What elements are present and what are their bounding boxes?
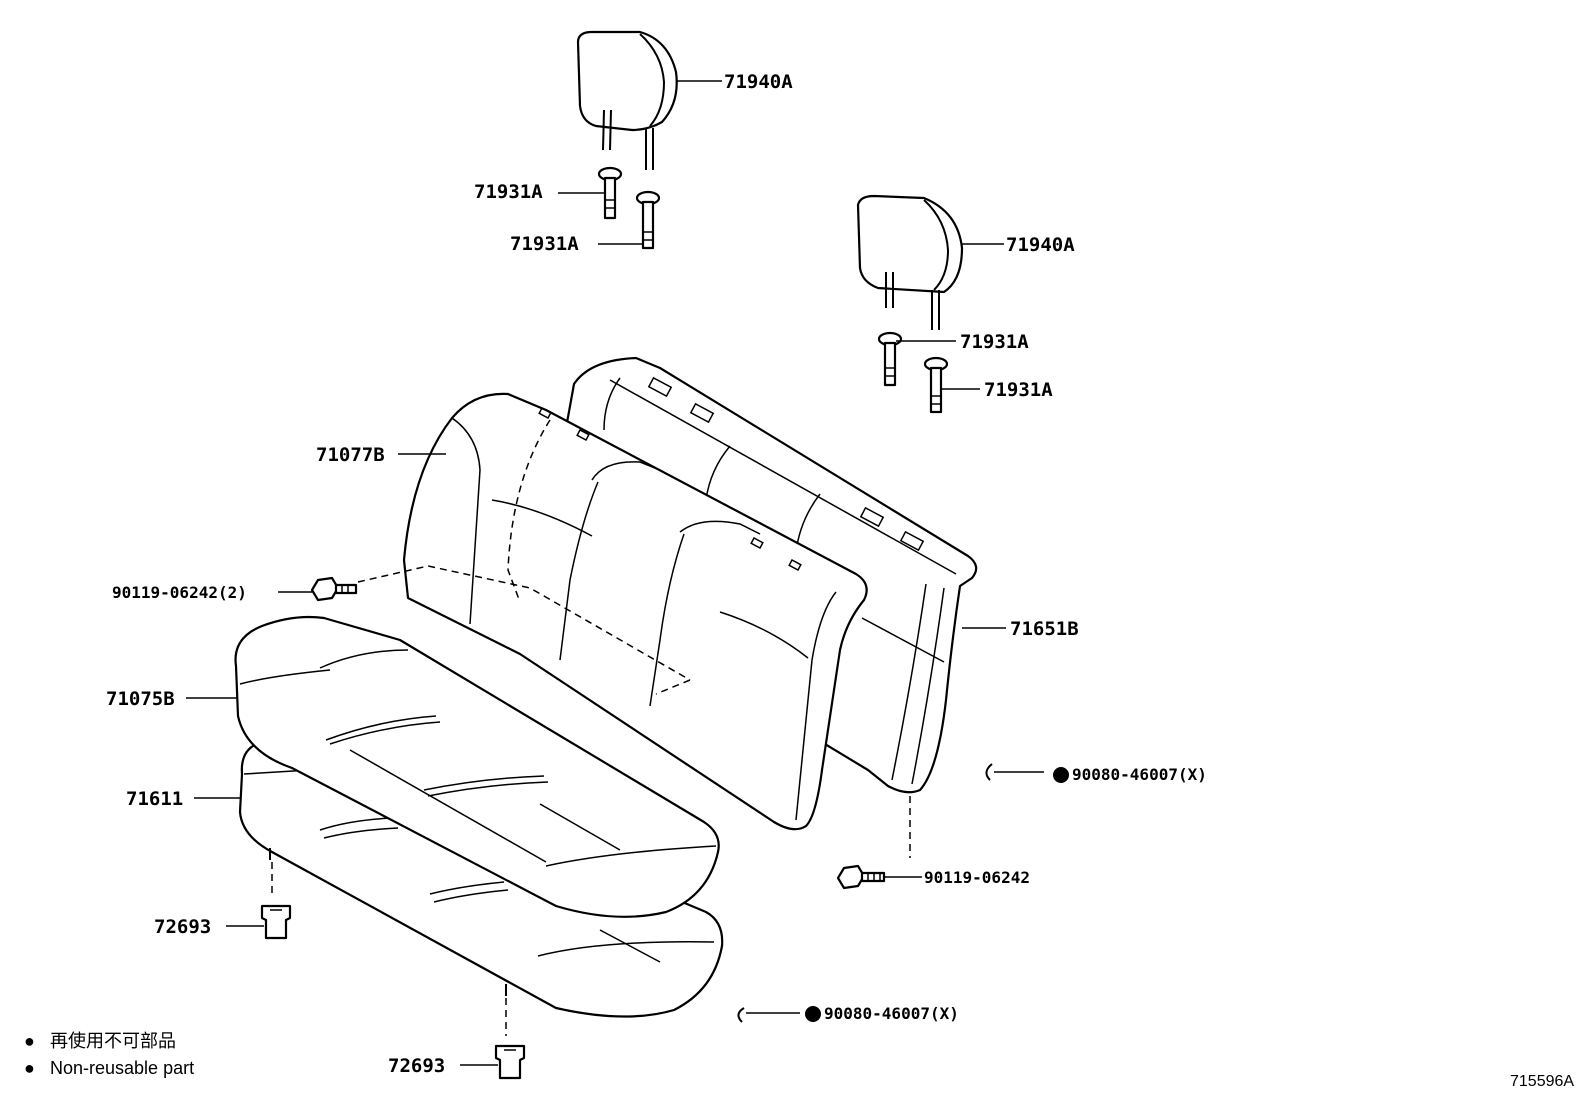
label-support-right-lower: 71931A [984, 379, 1053, 401]
label-support-left-lower: 71931A [510, 233, 579, 255]
fastener-left-drawing [260, 904, 292, 940]
fastener-bottom-drawing [494, 1044, 526, 1080]
label-headrest-left: 71940A [724, 71, 793, 93]
headrest-left-drawing [576, 30, 678, 170]
assembly-dashed-lines [271, 419, 911, 1036]
label-seatback-cover: 71077B [316, 444, 385, 466]
bolt-right-drawing [836, 864, 886, 890]
clip-right-drawing [985, 763, 1069, 783]
label-support-left-upper: 71931A [474, 181, 543, 203]
label-cushion-pad: 71611 [126, 788, 183, 810]
clip-bottom-drawing [737, 1006, 821, 1023]
support-right-lower-drawing [923, 356, 949, 414]
headrest-right-drawing [856, 194, 964, 330]
label-bolt-left: 90119-06242(2) [112, 583, 247, 602]
label-clip-right: 90080-46007(X) [1072, 765, 1207, 784]
cushion-cover-drawing [234, 615, 720, 918]
legend-text-en: Non-reusable part [50, 1058, 194, 1078]
label-bolt-right: 90119-06242 [924, 868, 1030, 887]
leader-lines [186, 80, 1044, 1066]
legend-marker-jp: ● [24, 1031, 35, 1051]
label-cushion-cover: 71075B [106, 688, 175, 710]
bolt-left-drawing [310, 576, 358, 602]
label-fastener-left: 72693 [154, 916, 211, 938]
reference-number: 715596A [1510, 1073, 1574, 1090]
label-headrest-right: 71940A [1006, 234, 1075, 256]
legend-marker-en: ● [24, 1058, 35, 1078]
seatback-cover-drawing [402, 392, 868, 831]
label-seatback-frame: 71651B [1010, 618, 1079, 640]
label-support-right-upper: 71931A [960, 331, 1029, 353]
support-right-upper-drawing [877, 331, 903, 387]
label-fastener-bottom: 72693 [388, 1055, 445, 1077]
support-left-upper-drawing [597, 166, 623, 220]
legend-text-jp: 再使用不可部品 [50, 1031, 176, 1051]
legend: ● 再使用不可部品 ● Non-reusable part [24, 1031, 194, 1078]
label-clip-bottom: 90080-46007(X) [824, 1004, 959, 1023]
support-left-lower-drawing [635, 190, 661, 250]
